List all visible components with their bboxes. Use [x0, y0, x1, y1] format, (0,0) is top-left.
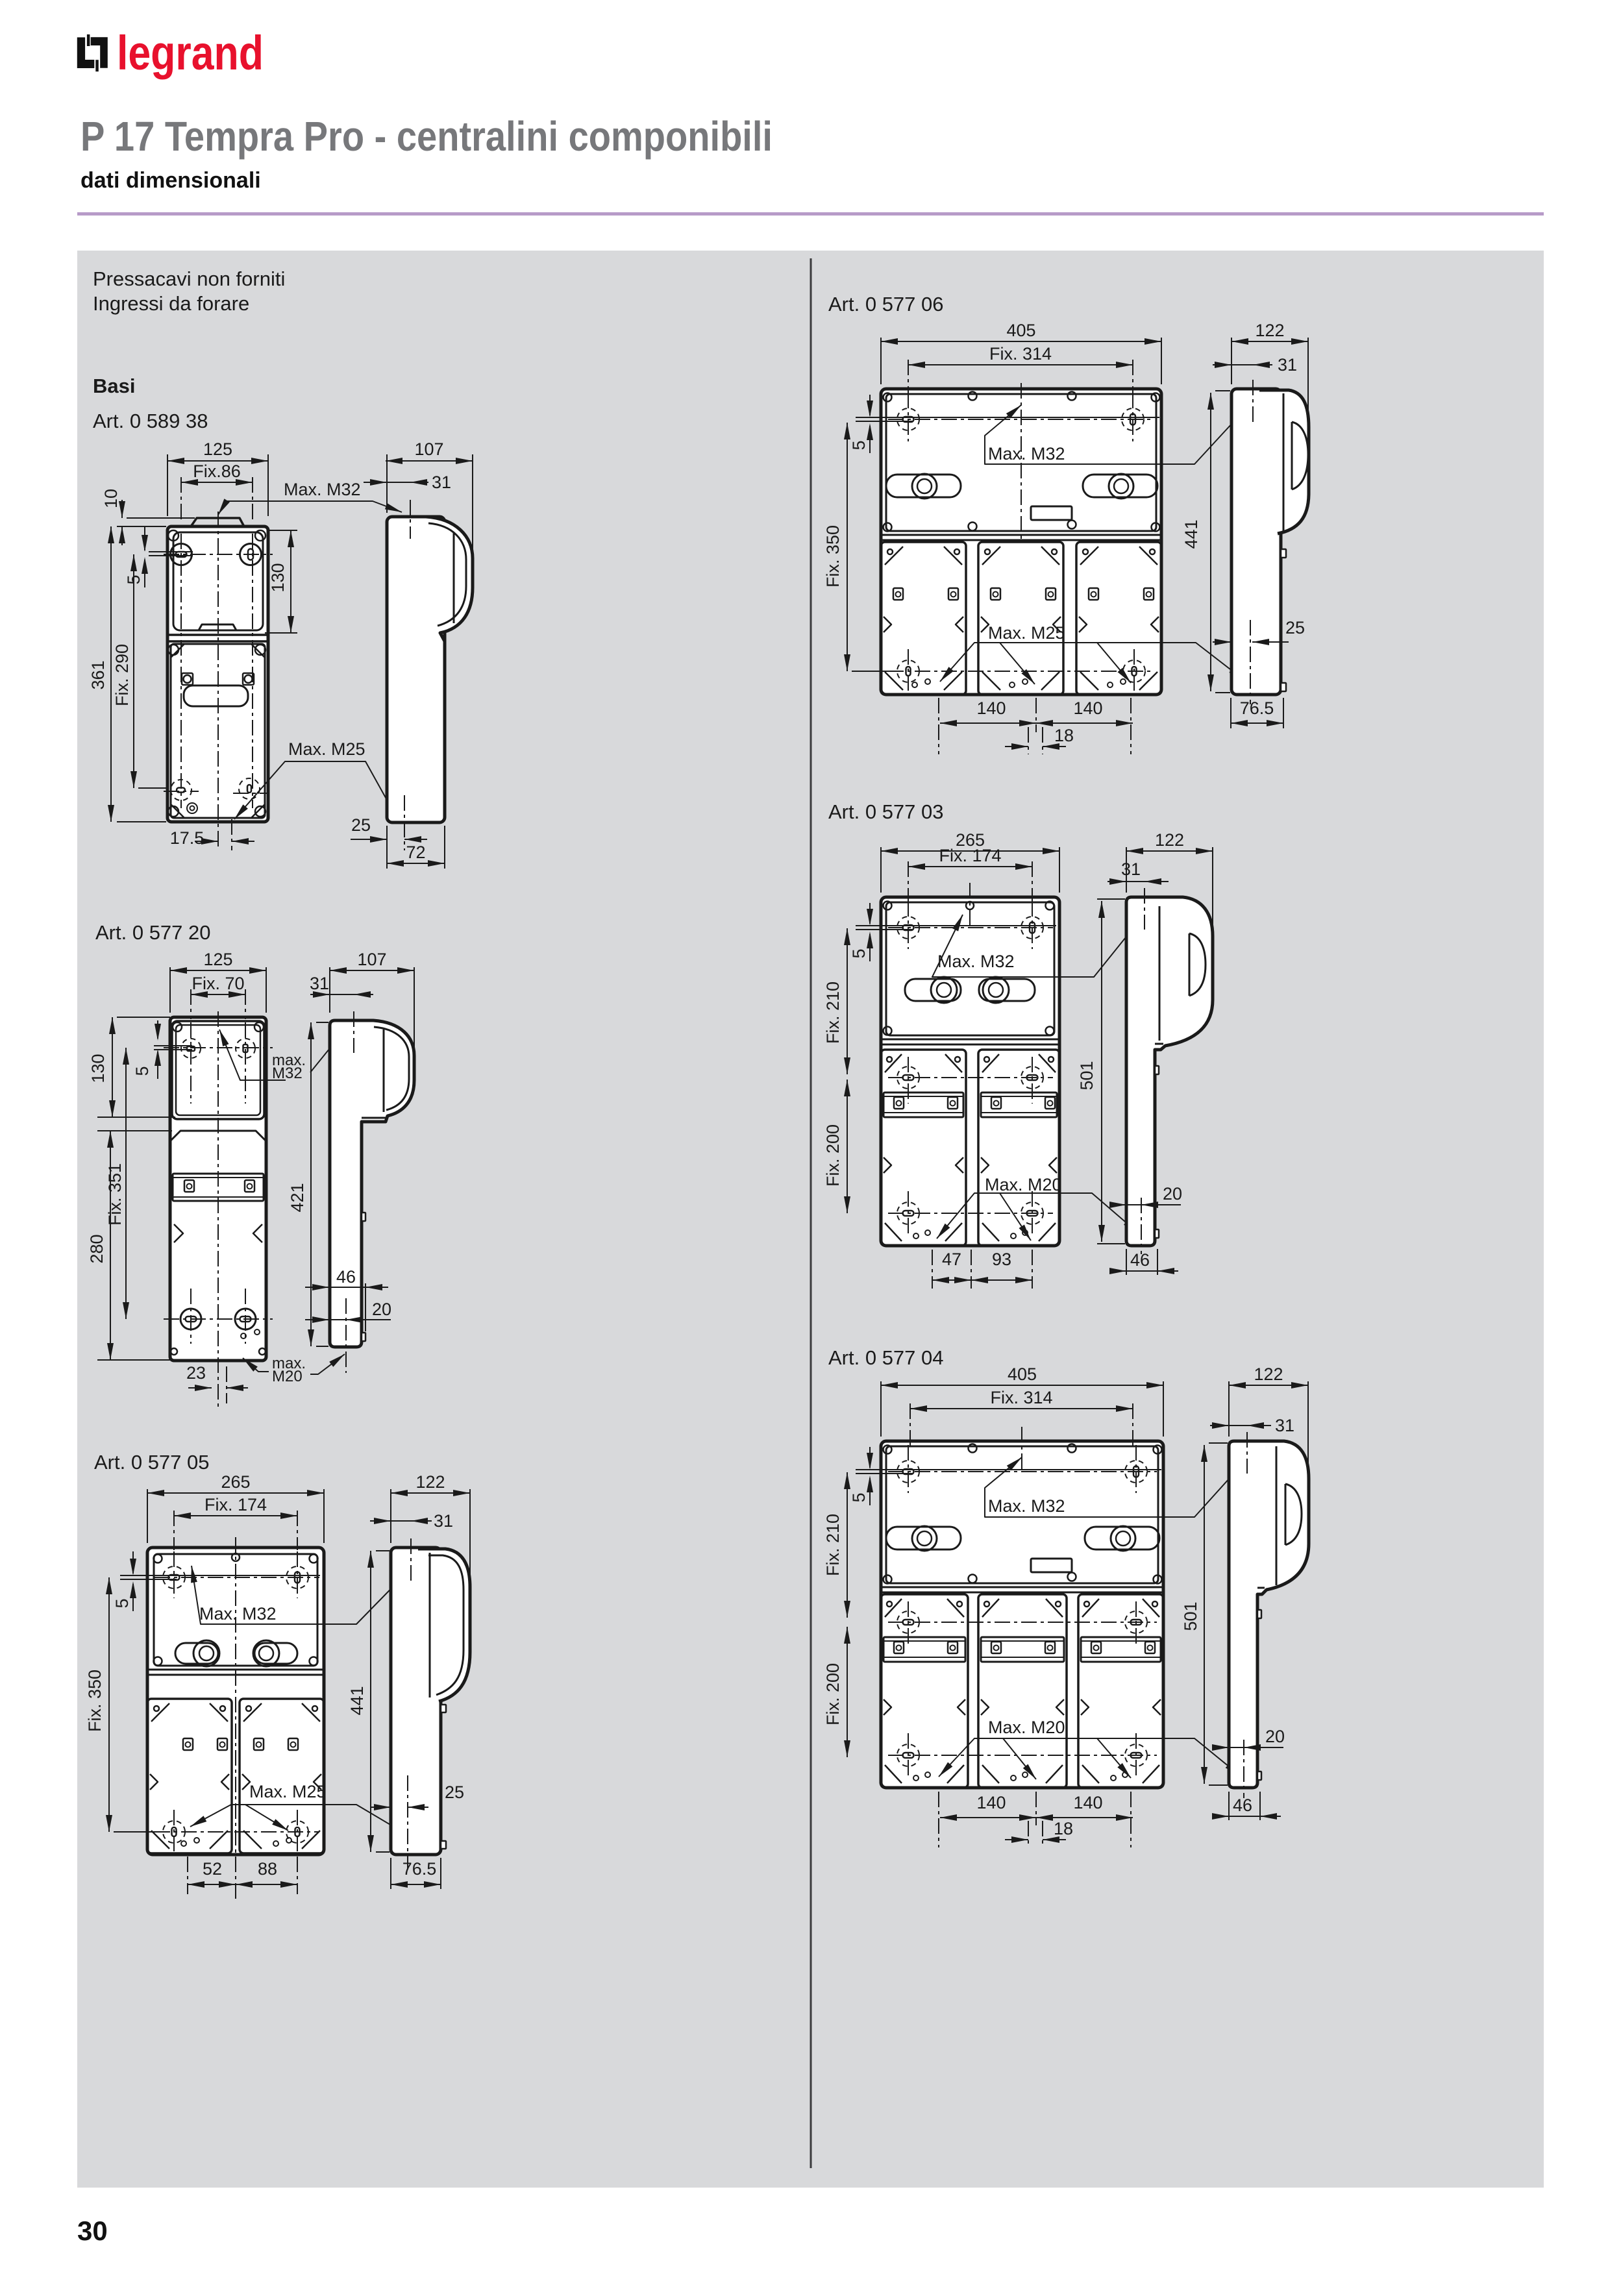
- svg-text:501: 501: [1077, 1061, 1096, 1090]
- svg-text:20: 20: [1163, 1184, 1182, 1204]
- svg-text:18: 18: [1054, 726, 1074, 745]
- svg-text:140: 140: [976, 698, 1006, 718]
- svg-text:140: 140: [1073, 698, 1102, 718]
- svg-text:5: 5: [124, 574, 143, 584]
- svg-text:Max. M25: Max. M25: [288, 739, 365, 759]
- svg-text:Max. M32: Max. M32: [988, 1496, 1065, 1516]
- svg-text:M20: M20: [272, 1368, 303, 1385]
- svg-text:122: 122: [1155, 830, 1184, 850]
- svg-text:5: 5: [849, 948, 869, 958]
- svg-text:46: 46: [1130, 1250, 1150, 1270]
- svg-text:Max. M32: Max. M32: [988, 444, 1065, 463]
- svg-text:max.: max.: [272, 1355, 306, 1372]
- svg-text:Max. M25: Max. M25: [988, 623, 1065, 643]
- svg-text:72: 72: [406, 843, 425, 862]
- svg-text:20: 20: [1265, 1727, 1285, 1746]
- svg-text:31: 31: [1275, 1416, 1294, 1435]
- svg-text:441: 441: [347, 1686, 367, 1715]
- svg-text:125: 125: [203, 439, 232, 459]
- svg-text:Fix. 314: Fix. 314: [989, 344, 1052, 364]
- svg-text:Fix. 351: Fix. 351: [105, 1163, 125, 1226]
- svg-text:Fix. 174: Fix. 174: [939, 846, 1001, 865]
- svg-text:Max. M20: Max. M20: [988, 1718, 1065, 1737]
- svg-text:265: 265: [221, 1472, 250, 1492]
- svg-text:140: 140: [976, 1793, 1006, 1812]
- svg-text:25: 25: [351, 815, 371, 835]
- svg-text:legrand: legrand: [117, 26, 264, 80]
- svg-text:46: 46: [1233, 1796, 1252, 1815]
- svg-text:122: 122: [1254, 1364, 1283, 1384]
- svg-text:5: 5: [849, 1492, 869, 1502]
- svg-text:Fix. 70: Fix. 70: [192, 974, 244, 993]
- svg-text:405: 405: [1006, 321, 1035, 340]
- svg-text:47: 47: [942, 1250, 961, 1269]
- svg-text:93: 93: [992, 1250, 1011, 1269]
- svg-text:421: 421: [288, 1183, 307, 1212]
- svg-text:Fix. 210: Fix. 210: [823, 1514, 843, 1576]
- svg-text:52: 52: [203, 1859, 222, 1879]
- svg-text:Fix. 290: Fix. 290: [112, 644, 132, 706]
- svg-text:130: 130: [268, 563, 288, 592]
- svg-text:23: 23: [186, 1363, 206, 1383]
- svg-text:30: 30: [77, 2216, 108, 2246]
- svg-text:Max. M32: Max. M32: [937, 952, 1015, 971]
- svg-text:441: 441: [1182, 519, 1201, 549]
- svg-text:140: 140: [1073, 1793, 1102, 1812]
- svg-text:Fix. 200: Fix. 200: [823, 1124, 843, 1187]
- svg-text:5: 5: [849, 440, 869, 450]
- svg-text:Fix. 200: Fix. 200: [823, 1663, 843, 1725]
- svg-text:88: 88: [258, 1859, 277, 1879]
- svg-text:46: 46: [336, 1267, 356, 1287]
- svg-text:31: 31: [434, 1511, 453, 1531]
- svg-text:361: 361: [88, 660, 108, 689]
- svg-text:76.5: 76.5: [402, 1859, 437, 1879]
- svg-text:25: 25: [445, 1783, 464, 1802]
- svg-text:25: 25: [1285, 618, 1305, 637]
- svg-text:Fix. 350: Fix. 350: [823, 525, 843, 587]
- svg-text:31: 31: [310, 974, 329, 993]
- svg-text:130: 130: [88, 1054, 108, 1083]
- svg-text:405: 405: [1008, 1364, 1037, 1384]
- svg-text:Art. 0 589 38: Art. 0 589 38: [93, 410, 208, 432]
- svg-text:76.5: 76.5: [1240, 698, 1274, 718]
- svg-text:Basi: Basi: [93, 375, 135, 397]
- svg-text:31: 31: [1121, 859, 1141, 879]
- svg-text:Max. M32: Max. M32: [284, 480, 361, 499]
- svg-text:31: 31: [432, 473, 451, 492]
- svg-text:5: 5: [112, 1598, 132, 1608]
- svg-text:Max. M25: Max. M25: [249, 1782, 327, 1801]
- svg-text:Fix. 210: Fix. 210: [823, 981, 843, 1044]
- svg-text:280: 280: [87, 1234, 106, 1263]
- svg-text:17.5: 17.5: [170, 828, 204, 848]
- svg-text:10: 10: [101, 489, 121, 508]
- svg-text:max.: max.: [272, 1052, 306, 1069]
- svg-text:20: 20: [372, 1300, 391, 1319]
- svg-text:5: 5: [132, 1066, 152, 1076]
- svg-text:Art. 0 577 05: Art. 0 577 05: [94, 1451, 210, 1474]
- svg-text:31: 31: [1278, 355, 1297, 375]
- svg-text:M32: M32: [272, 1065, 303, 1082]
- svg-text:122: 122: [1255, 321, 1284, 340]
- svg-text:Fix. 350: Fix. 350: [85, 1670, 105, 1732]
- svg-text:Art. 0 577 03: Art. 0 577 03: [828, 800, 944, 823]
- svg-text:Ingressi da forare: Ingressi da forare: [93, 292, 249, 315]
- svg-text:Pressacavi non forniti: Pressacavi non forniti: [93, 267, 285, 290]
- svg-text:107: 107: [357, 950, 386, 969]
- svg-text:107: 107: [414, 439, 443, 459]
- svg-text:Fix.86: Fix.86: [193, 462, 241, 481]
- svg-text:Fix. 174: Fix. 174: [204, 1495, 267, 1514]
- svg-text:501: 501: [1181, 1601, 1200, 1631]
- svg-text:dati dimensionali: dati dimensionali: [80, 168, 261, 193]
- svg-text:Max. M32: Max. M32: [199, 1604, 277, 1623]
- svg-text:Art. 0 577 04: Art. 0 577 04: [828, 1346, 944, 1369]
- svg-text:Art. 0 577 06: Art. 0 577 06: [828, 293, 944, 315]
- svg-text:P 17 Tempra Pro - centralini c: P 17 Tempra Pro - centralini componibili: [80, 113, 773, 160]
- svg-text:265: 265: [956, 830, 985, 850]
- svg-text:Max. M20: Max. M20: [985, 1175, 1062, 1194]
- svg-text:125: 125: [203, 950, 232, 969]
- svg-text:Art. 0 577 20: Art. 0 577 20: [95, 921, 211, 944]
- svg-text:122: 122: [415, 1472, 445, 1492]
- svg-text:Fix. 314: Fix. 314: [990, 1388, 1052, 1407]
- svg-text:18: 18: [1054, 1819, 1073, 1838]
